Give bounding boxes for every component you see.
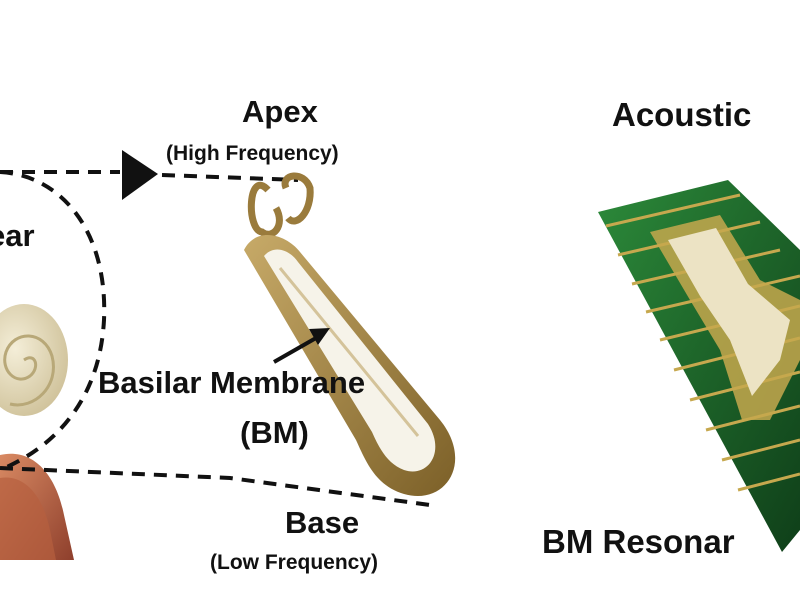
dashed-outline — [0, 170, 107, 472]
bm-resonator-title: BM Resonar — [542, 523, 735, 560]
dashed-line-top-right — [161, 173, 299, 182]
pointer-arrow-icon — [273, 336, 317, 364]
dashed-line-bottom — [0, 466, 431, 507]
apex-label: Apex — [242, 94, 318, 129]
ear-label: ear — [0, 218, 35, 253]
base-sublabel: (Low Frequency) — [210, 551, 379, 574]
base-label: Base — [285, 505, 360, 540]
bm-label: (BM) — [240, 415, 309, 450]
bm-resonator-board — [598, 180, 800, 552]
basilar-membrane-label: Basilar Membrane — [98, 365, 366, 400]
apex-sublabel: (High Frequency) — [166, 142, 339, 165]
outer-ear-inner — [0, 477, 56, 560]
acoustic-title: Acoustic — [612, 96, 752, 133]
cochlea-spiral — [0, 304, 68, 416]
basilar-membrane-illustration — [244, 172, 456, 497]
arrowhead-right-icon — [122, 150, 158, 200]
pointer-arrow-head — [309, 328, 330, 345]
